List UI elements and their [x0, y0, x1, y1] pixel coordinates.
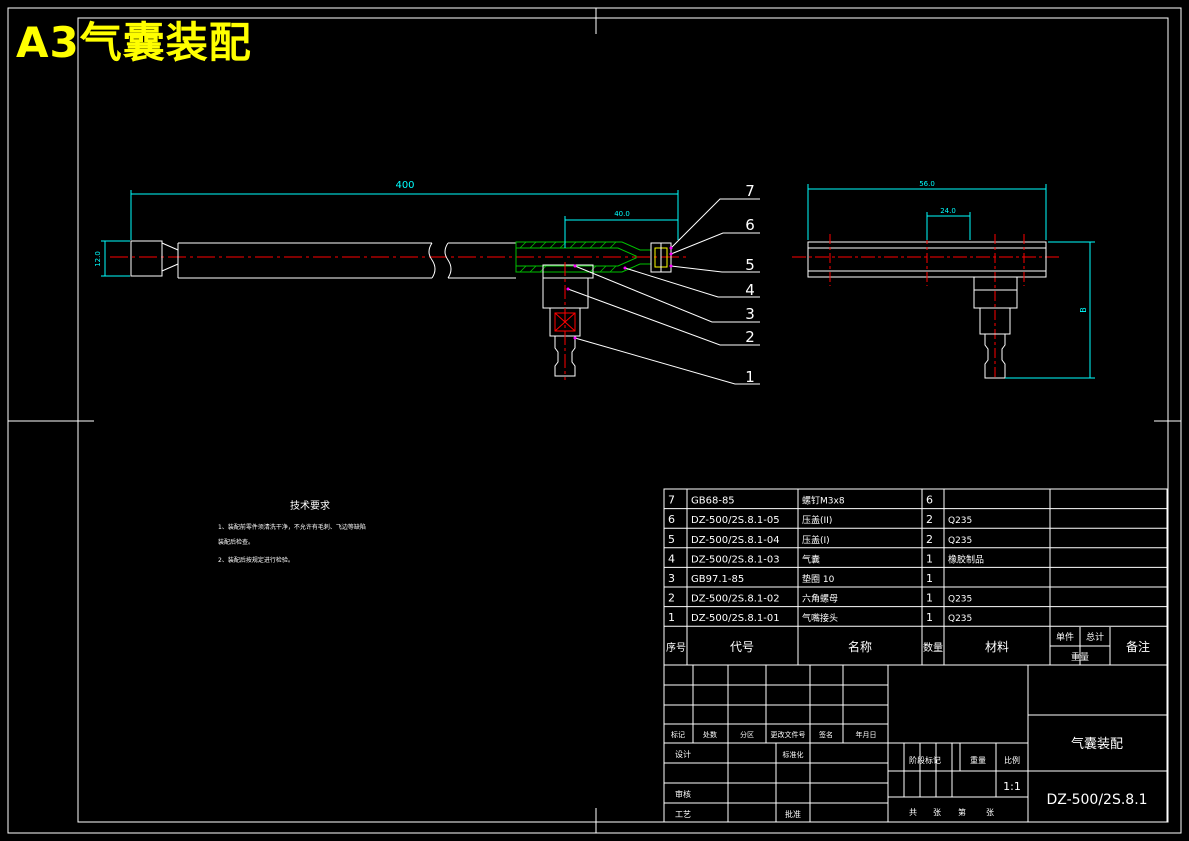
bom-code: DZ-500/2S.8.1-03 — [691, 554, 780, 565]
bom-no: 4 — [668, 552, 675, 565]
tb-sheet-label: 共 — [909, 808, 917, 817]
bom-header-material: 材料 — [985, 640, 1009, 654]
bom-name: 气囊 — [802, 553, 820, 565]
part-balloon: 1 — [745, 368, 755, 386]
bom-qty: 1 — [926, 572, 933, 585]
bom-no: 3 — [668, 572, 675, 585]
bom-code: DZ-500/2S.8.1-04 — [691, 535, 780, 546]
sheet-banner: A3气囊装配 — [16, 18, 252, 67]
tb-stage-mark: 阶段标记 — [909, 755, 941, 765]
bom-qty: 2 — [926, 533, 933, 546]
bom-material: 橡胶制品 — [948, 553, 984, 565]
drawing-texts: 400 40.0 12.0 56.0 24.0B 7 6 5 4 3 2 1 技术要求 1、装配前零件须清… — [94, 180, 1150, 819]
drawing-frame — [7, 7, 1182, 834]
tb-process: 工艺 — [675, 810, 691, 819]
tb-scale-label: 比例 — [1004, 755, 1020, 765]
bom-name: 压盖(I) — [802, 534, 830, 546]
bom-name: 六角螺母 — [802, 593, 838, 605]
bom-no: 6 — [668, 513, 675, 526]
notes-line: 2、装配后按规定进行检验。 — [218, 556, 294, 564]
revision-header: 处数 — [703, 730, 717, 739]
tb-sheet-label: 第 — [958, 807, 966, 817]
main-assembly-view — [101, 190, 760, 385]
bom-header-no: 序号 — [666, 641, 686, 654]
dim-side-width: 56.0 — [919, 180, 935, 188]
dim-side-height: B — [1079, 307, 1088, 313]
bom-header-weight: 重量 — [1071, 651, 1089, 663]
revision-header: 分区 — [740, 730, 754, 739]
bom-no: 5 — [668, 533, 675, 546]
bom-qty: 6 — [926, 494, 933, 507]
revision-header: 签名 — [819, 730, 833, 739]
bom-name: 垫圈 10 — [802, 573, 835, 585]
bom-no: 2 — [668, 592, 675, 605]
tb-approve: 批准 — [785, 809, 801, 819]
bom-no: 7 — [668, 494, 675, 507]
dim-side-inner: 24.0 — [940, 207, 956, 215]
bom-header-note: 备注 — [1126, 639, 1150, 654]
bom-code: DZ-500/2S.8.1-01 — [691, 613, 780, 624]
tb-weight: 重量 — [970, 755, 986, 765]
bom-header-name: 名称 — [848, 639, 872, 654]
part-balloon: 7 — [745, 182, 755, 200]
bom-qty: 2 — [926, 513, 933, 526]
bom-header-unit: 单件 — [1056, 631, 1074, 643]
bom-code: DZ-500/2S.8.1-02 — [691, 594, 780, 605]
title-block-grid — [663, 488, 1168, 823]
tb-standardize: 标准化 — [783, 750, 804, 759]
dim-overall-length: 400 — [395, 180, 414, 191]
bom-code: GB97.1-85 — [691, 574, 744, 585]
bom-name: 螺钉M3x8 — [802, 496, 845, 507]
bom-qty: 1 — [926, 592, 933, 605]
part-balloon: 2 — [745, 328, 755, 346]
bom-material: Q235 — [948, 614, 972, 624]
bom-code: DZ-500/2S.8.1-05 — [691, 515, 780, 526]
tb-scale: 1:1 — [1003, 780, 1021, 793]
bom-material: Q235 — [948, 595, 972, 605]
tb-drawing-name: 气囊装配 — [1071, 736, 1123, 752]
bom-header-code: 代号 — [730, 640, 754, 654]
bom-material: Q235 — [948, 536, 972, 546]
bom-name: 压盖(II) — [802, 514, 832, 526]
part-balloon: 4 — [745, 281, 755, 299]
tb-design: 设计 — [675, 749, 691, 759]
notes-title: 技术要求 — [290, 499, 330, 512]
revision-header: 年月日 — [856, 730, 877, 739]
tb-sheet-label: 张 — [986, 808, 994, 817]
bom-no: 1 — [668, 611, 675, 624]
bom-qty: 1 — [926, 611, 933, 624]
notes-line: 装配后检查。 — [218, 538, 254, 546]
revision-header: 标记 — [671, 730, 685, 739]
revision-header: 更改文件号 — [771, 730, 806, 739]
side-view — [792, 184, 1095, 380]
part-balloon: 6 — [745, 216, 755, 234]
bom-name: 气嘴接头 — [802, 612, 838, 624]
bom-material: Q235 — [948, 516, 972, 526]
part-balloon: 5 — [745, 256, 755, 274]
tb-review: 审核 — [675, 789, 691, 799]
tb-drawing-code: DZ-500/2S.8.1 — [1046, 792, 1147, 808]
bom-header-total: 总计 — [1086, 631, 1104, 643]
part-balloon: 3 — [745, 305, 755, 323]
bom-header-qty: 数量 — [923, 641, 943, 654]
bom-code: GB68-85 — [691, 496, 735, 507]
dim-left-height: 12.0 — [94, 251, 102, 267]
notes-line: 1、装配前零件须清洗干净，不允许有毛刺、飞边等缺陷 — [218, 523, 366, 531]
bom-qty: 1 — [926, 552, 933, 565]
dim-inner-length: 40.0 — [614, 210, 630, 218]
tb-sheet-label: 张 — [933, 808, 941, 817]
